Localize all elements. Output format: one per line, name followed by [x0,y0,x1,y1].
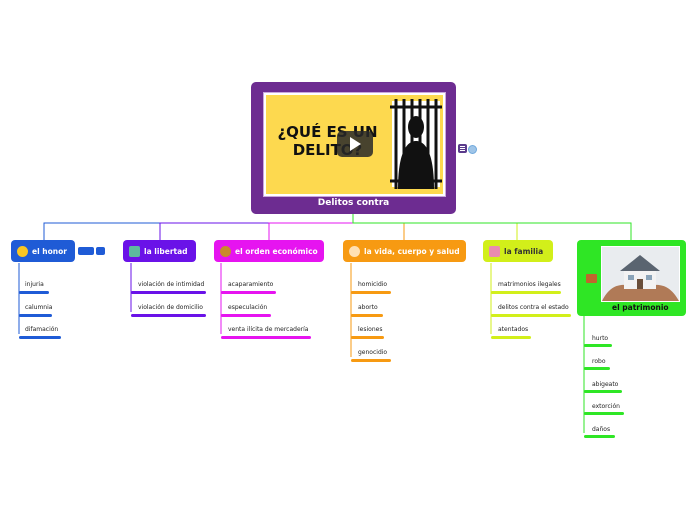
leaf-especulacion[interactable]: especulación [228,304,267,311]
statue-of-liberty-icon [129,246,140,257]
topic-la-vida-cuerpo-salud[interactable]: la vida, cuerpo y salud [343,240,466,262]
jail-icon [390,99,442,189]
link-icon[interactable] [468,145,477,154]
link-badge-icon[interactable] [96,247,105,255]
leaf-underline [131,291,206,294]
leaf-delitos-estado[interactable]: delitos contra el estado [498,304,569,311]
leaf-underline [584,412,624,415]
leaf-underline [221,291,276,294]
leaf-robo[interactable]: robo [592,358,606,365]
leaf-underline [491,314,571,317]
leaf-underline [351,291,391,294]
house-in-hands-image [601,246,680,302]
house-icon [586,274,597,283]
leaf-hurto[interactable]: hurto [592,335,608,342]
topic-el-honor[interactable]: el honor [11,240,75,262]
leaf-underline [584,367,610,370]
leaf-underline [491,336,531,339]
leaf-underline [491,291,561,294]
leaf-underline [584,344,612,347]
leaf-aborto[interactable]: aborto [358,304,378,311]
leaf-homicidio[interactable]: homicidio [358,281,387,288]
topic-label: la familia [504,247,543,256]
topic-el-orden-economico[interactable]: el orden económico [214,240,324,262]
person-icon [349,246,360,257]
leaf-calumnia[interactable]: calumnia [25,304,52,311]
family-icon [489,246,500,257]
leaf-underline [221,314,271,317]
leaf-danos[interactable]: daños [592,426,610,433]
root-image[interactable]: ¿QUÉ ES UN DELITO? [263,92,446,197]
leaf-difamacion[interactable]: difamación [25,326,58,333]
leaf-injuria[interactable]: injuria [25,281,44,288]
leaf-underline [584,390,622,393]
topic-label: la libertad [144,247,188,256]
leaf-underline [584,435,615,438]
leaf-underline [221,336,311,339]
leaf-extorcion[interactable]: extorción [592,403,620,410]
leaf-violacion-domicilio[interactable]: violación de domicilio [138,304,203,311]
leaf-underline [351,314,383,317]
leaf-violacion-intimidad[interactable]: violación de intimidad [138,281,204,288]
topic-label: el honor [32,247,67,256]
leaf-underline [19,336,61,339]
topic-la-libertad[interactable]: la libertad [123,240,196,262]
topic-label: la vida, cuerpo y salud [364,247,460,256]
leaf-underline [131,314,206,317]
topic-label: el orden económico [235,247,318,256]
leaf-underline [19,291,49,294]
play-button[interactable] [337,131,373,157]
leaf-matrimonios-ilegales[interactable]: matrimonios ilegales [498,281,561,288]
leaf-abigeato[interactable]: abigeato [592,381,618,388]
leaf-underline [19,314,52,317]
topic-label-patrimonio: el patrimonio [612,303,669,312]
leaf-underline [351,359,391,362]
topic-la-familia[interactable]: la familia [483,240,553,262]
house-illustration [602,247,679,301]
leaf-genocidio[interactable]: genocidio [358,349,387,356]
root-topic[interactable]: ¿QUÉ ES UN DELITO? Delitos contra [251,82,456,214]
leaf-lesiones[interactable]: lesiones [358,326,382,333]
grinning-face-icon [17,246,28,257]
notes-icon[interactable] [458,144,467,153]
note-badge-icon[interactable] [78,247,94,255]
money-bag-icon [220,246,231,257]
leaf-acaparamiento[interactable]: acaparamiento [228,281,273,288]
root-title: Delitos contra [251,198,456,208]
leaf-venta-ilicita[interactable]: venta ilícita de mercadería [228,326,308,333]
leaf-atentados[interactable]: atentados [498,326,528,333]
leaf-underline [351,336,384,339]
